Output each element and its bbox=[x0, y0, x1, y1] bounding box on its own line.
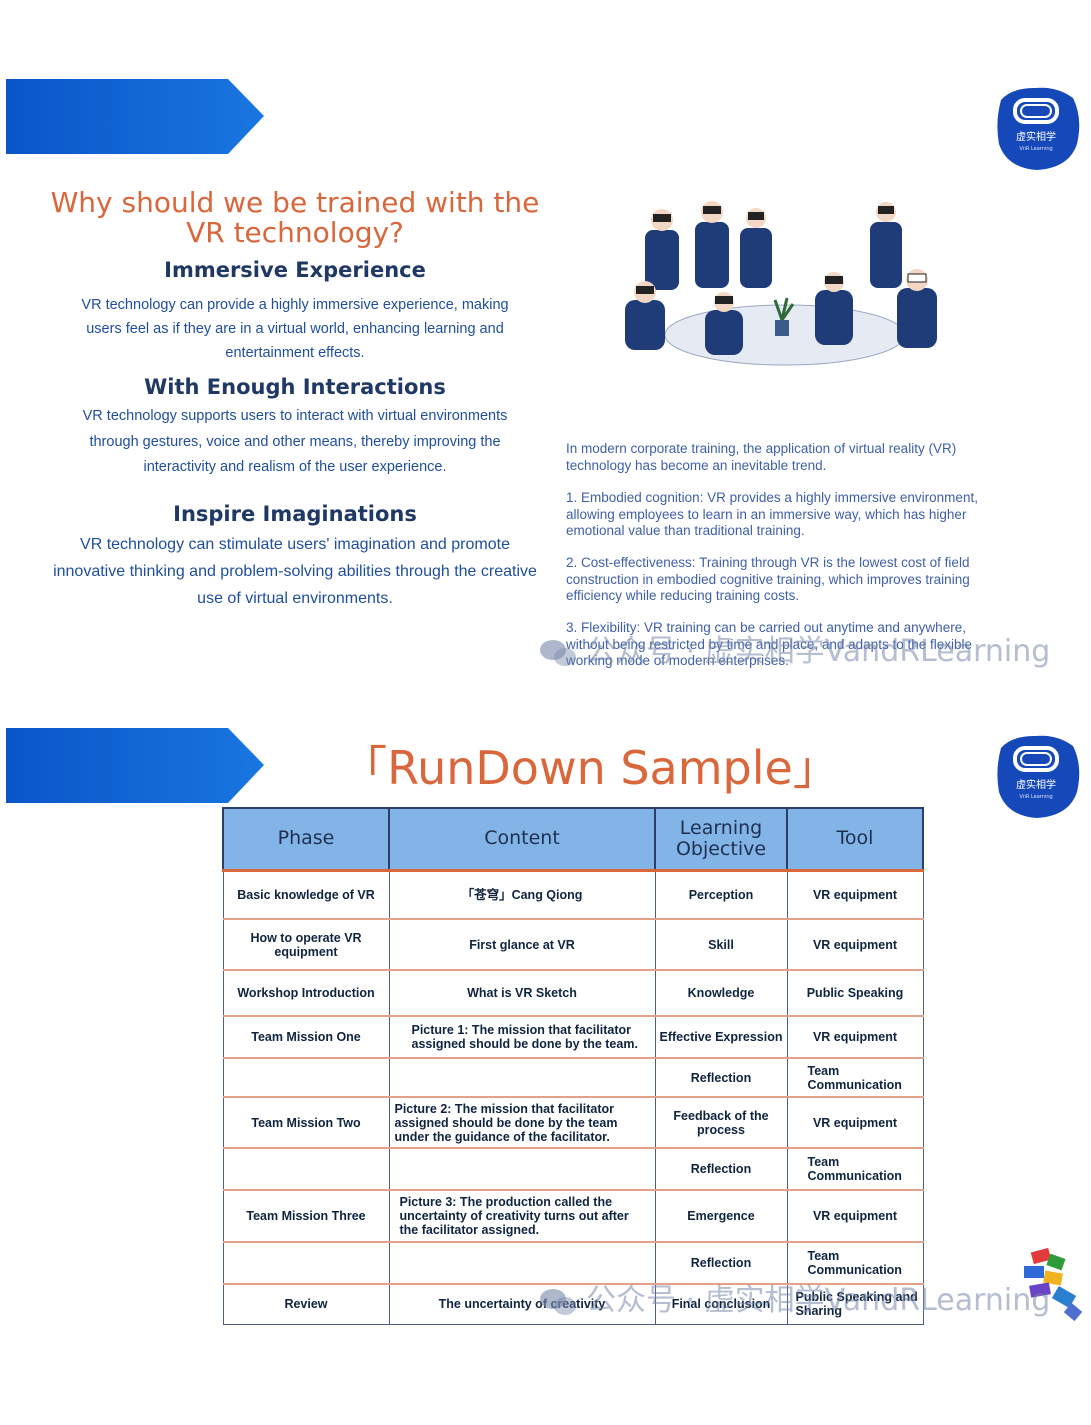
section-heading-imaginations: Inspire Imaginations bbox=[173, 502, 417, 526]
cell-phase bbox=[222, 1057, 390, 1098]
cell-tool: Public Speaking and Sharing bbox=[786, 1283, 924, 1325]
point-cost-effectiveness: 2. Cost-effectiveness: Training through … bbox=[566, 555, 970, 603]
cell-phase: Team Mission Two bbox=[222, 1096, 390, 1149]
cell-objective: Reflection bbox=[654, 1241, 788, 1285]
logo-text-en: VnR Learning bbox=[1019, 146, 1052, 152]
cell-tool: VR equipment bbox=[786, 918, 924, 971]
cell-content: 「苍穹」Cang Qiong bbox=[388, 869, 656, 920]
column-header-tool: Tool bbox=[786, 807, 924, 872]
intro-paragraph: In modern corporate training, the applic… bbox=[566, 441, 957, 473]
logo-text-cn: 虚实相学 bbox=[1016, 130, 1056, 143]
rundown-table: Phase Content Learning Objective Tool Ba… bbox=[222, 807, 924, 1325]
cell-content bbox=[388, 1057, 656, 1098]
cell-phase bbox=[222, 1241, 390, 1285]
cell-tool: VR equipment bbox=[786, 1096, 924, 1149]
cell-phase: Team Mission Three bbox=[222, 1189, 390, 1243]
slide2-title: 「RunDown Sample」 bbox=[341, 741, 839, 795]
cell-content: First glance at VR bbox=[388, 918, 656, 971]
table-row: Team Mission One Picture 1: The mission … bbox=[222, 1015, 924, 1059]
column-header-learning-objective: Learning Objective bbox=[654, 807, 788, 872]
slide1-title: Why should we be trained with the VR tec… bbox=[40, 188, 550, 248]
section-body-interactions: VR technology supports users to interact… bbox=[82, 408, 508, 475]
cell-objective: Effective Expression bbox=[654, 1015, 788, 1059]
cell-objective: Reflection bbox=[654, 1057, 788, 1098]
cell-content bbox=[388, 1241, 656, 1285]
table-row: Reflection Team Communication bbox=[222, 1241, 924, 1285]
cell-tool: Team Communication bbox=[786, 1241, 924, 1285]
table-row: Review The uncertainty of creativity Fin… bbox=[222, 1283, 924, 1325]
table-row: Workshop Introduction What is VR Sketch … bbox=[222, 969, 924, 1017]
vnr-learning-logo: 虚实相学 VnR Learning bbox=[987, 730, 1085, 822]
cell-content: Picture 2: The mission that facilitator … bbox=[388, 1096, 656, 1149]
logo-text-en: VnR Learning bbox=[1019, 794, 1052, 800]
table-header-row: Phase Content Learning Objective Tool bbox=[222, 807, 924, 872]
point-embodied-cognition: 1. Embodied cognition: VR provides a hig… bbox=[566, 490, 978, 538]
vnr-learning-logo: 虚实相学 VnR Learning bbox=[987, 82, 1085, 174]
cell-phase: Workshop Introduction bbox=[222, 969, 390, 1017]
vr-meeting-illustration bbox=[625, 201, 937, 366]
slide-vr-training-reasons: 虚实相学 VnR Learning Why should we be train… bbox=[0, 0, 1091, 700]
cell-objective: Reflection bbox=[654, 1147, 788, 1191]
table-row: Team Mission Three Picture 3: The produc… bbox=[222, 1189, 924, 1243]
cell-phase: Basic knowledge of VR bbox=[222, 869, 390, 920]
toy-blocks-decoration bbox=[1024, 1248, 1083, 1322]
table-row: Team Mission Two Picture 2: The mission … bbox=[222, 1096, 924, 1149]
cell-objective: Feedback of the process bbox=[654, 1096, 788, 1149]
logo-text-cn: 虚实相学 bbox=[1016, 778, 1056, 791]
cell-content: Picture 3: The production called the unc… bbox=[388, 1189, 656, 1243]
cell-tool: Public Speaking bbox=[786, 969, 924, 1017]
table-row: How to operate VR equipment First glance… bbox=[222, 918, 924, 971]
cell-phase: Team Mission One bbox=[222, 1015, 390, 1059]
cell-phase bbox=[222, 1147, 390, 1191]
slide-rundown-sample: 虚实相学 VnR Learning 「RunDown Sample」 Phase… bbox=[0, 700, 1091, 1425]
column-header-content: Content bbox=[388, 807, 656, 872]
section-heading-interactions: With Enough Interactions bbox=[144, 375, 446, 399]
section-heading-immersive: Immersive Experience bbox=[164, 258, 426, 282]
cell-objective: Knowledge bbox=[654, 969, 788, 1017]
table-row: Reflection Team Communication bbox=[222, 1057, 924, 1098]
cell-content: What is VR Sketch bbox=[388, 969, 656, 1017]
cell-objective: Skill bbox=[654, 918, 788, 971]
cell-tool: Team Communication bbox=[786, 1147, 924, 1191]
cell-content bbox=[388, 1147, 656, 1191]
cell-content: Picture 1: The mission that facilitator … bbox=[388, 1015, 656, 1059]
section-body-immersive: VR technology can provide a highly immer… bbox=[81, 297, 509, 361]
cell-content: The uncertainty of creativity bbox=[388, 1283, 656, 1325]
cell-objective: Perception bbox=[654, 869, 788, 920]
cell-tool: VR equipment bbox=[786, 869, 924, 920]
slide1-title-line1: Why should we be trained with the bbox=[50, 186, 540, 219]
cell-objective: Emergence bbox=[654, 1189, 788, 1243]
cell-phase: How to operate VR equipment bbox=[222, 918, 390, 971]
slide1-title-line2: VR technology? bbox=[186, 216, 404, 249]
table-row: Reflection Team Communication bbox=[222, 1147, 924, 1191]
cell-tool: Team Communication bbox=[786, 1057, 924, 1098]
banner-arrow-shape bbox=[6, 728, 264, 803]
column-header-phase: Phase bbox=[222, 807, 390, 872]
cell-objective: Final conclusion bbox=[654, 1283, 788, 1325]
cell-tool: VR equipment bbox=[786, 1015, 924, 1059]
table-row: Basic knowledge of VR 「苍穹」Cang Qiong Per… bbox=[222, 869, 924, 920]
banner-arrow-shape bbox=[6, 79, 264, 154]
section-body-imaginations: VR technology can stimulate users' imagi… bbox=[53, 536, 537, 607]
cell-tool: VR equipment bbox=[786, 1189, 924, 1243]
point-flexibility: 3. Flexibility: VR training can be carri… bbox=[566, 620, 972, 668]
cell-phase: Review bbox=[222, 1283, 390, 1325]
